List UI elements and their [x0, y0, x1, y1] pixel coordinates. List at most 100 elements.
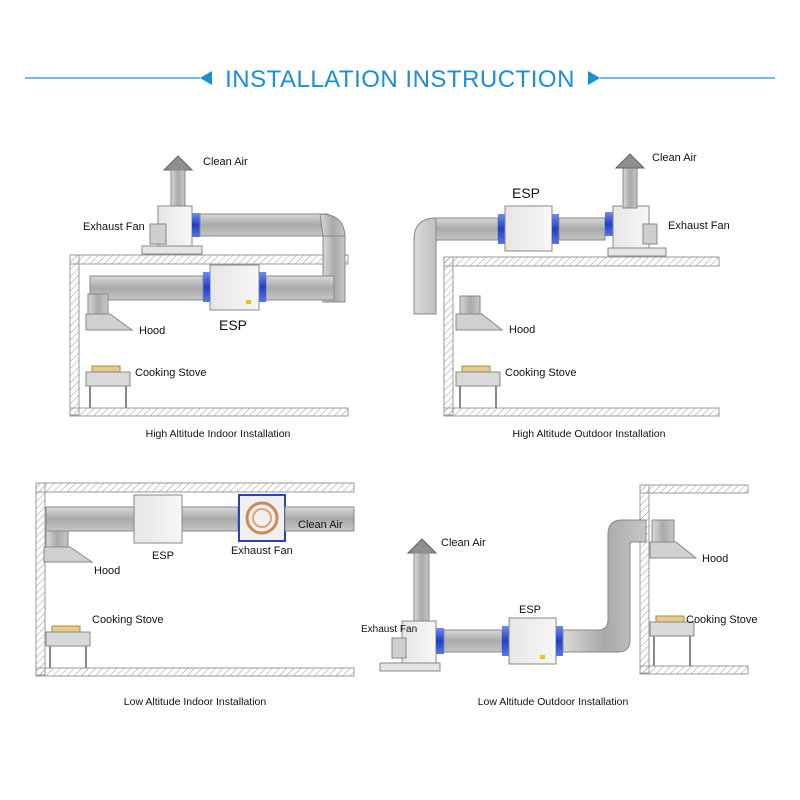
panel-high-indoor: Clean Air Exhaust Fan ESP Hood Cooking S… — [69, 155, 349, 440]
warning-label-icon — [246, 300, 251, 304]
fan-base — [141, 245, 203, 255]
duct-fan-esp — [443, 629, 503, 653]
triangle-left-icon — [200, 71, 212, 85]
esp-label: ESP — [219, 317, 247, 333]
rain-cap-icon — [614, 153, 646, 169]
ceiling-slab — [639, 484, 749, 494]
panel-caption: Low Altitude Outdoor Installation — [478, 696, 629, 708]
fan-motor — [149, 223, 167, 245]
floor-slab — [69, 407, 349, 417]
ceiling-slab — [69, 254, 349, 265]
warning-label-icon — [540, 655, 545, 659]
cooking-stove — [85, 371, 131, 387]
duct-top-left — [435, 217, 499, 241]
triangle-right-icon — [588, 71, 600, 85]
header: INSTALLATION INSTRUCTION — [25, 66, 775, 93]
exhaust-fan-label: Exhaust Fan — [83, 221, 145, 233]
esp-unit — [504, 205, 553, 252]
fan-impeller-icon — [252, 508, 272, 528]
duct-right — [284, 506, 355, 532]
fan-motor — [391, 637, 407, 659]
hood-label: Hood — [509, 324, 535, 336]
floor-slab — [639, 665, 749, 675]
ceiling-slab — [443, 256, 720, 267]
panel-caption: Low Altitude Indoor Installation — [124, 696, 267, 708]
exhaust-fan-label: Exhaust Fan — [668, 220, 730, 232]
esp-label: ESP — [519, 604, 541, 616]
floor-slab — [443, 407, 720, 417]
floor-slab — [35, 667, 355, 677]
esp-label: ESP — [152, 550, 174, 562]
cooking-stove-label: Cooking Stove — [135, 367, 207, 379]
duct-lower-left — [89, 275, 204, 301]
flange — [259, 272, 266, 302]
cooking-stove — [649, 621, 695, 637]
flange — [498, 214, 505, 244]
hood — [649, 541, 698, 559]
flange — [502, 626, 509, 656]
panel-high-outdoor: Clean Air ESP Exhaust Fan Hood Cooking S… — [413, 152, 730, 440]
exhaust-fan-label: Exhaust Fan — [361, 624, 417, 635]
fan-base — [379, 662, 441, 672]
hood-riser — [87, 293, 109, 315]
duct-riser — [562, 519, 647, 653]
flange — [605, 212, 613, 236]
panel-caption: High Altitude Indoor Installation — [146, 428, 291, 440]
hood-label: Hood — [702, 553, 728, 565]
esp-unit — [508, 617, 557, 665]
duct-top — [199, 213, 329, 237]
chimney-stack — [622, 167, 638, 209]
hood-riser — [651, 519, 675, 543]
clean-air-label: Clean Air — [652, 152, 697, 164]
flange — [192, 213, 200, 237]
cooking-stove-label: Cooking Stove — [686, 614, 758, 626]
hood — [85, 313, 134, 331]
chimney-stack — [413, 552, 430, 624]
hood — [43, 546, 94, 563]
panel-caption: High Altitude Outdoor Installation — [513, 428, 666, 440]
hood-label: Hood — [139, 325, 165, 337]
fan-impeller-icon — [245, 501, 279, 535]
stove-burner — [51, 625, 81, 633]
cooking-stove-label: Cooking Stove — [505, 367, 577, 379]
clean-air-label: Clean Air — [203, 156, 248, 168]
panel-low-indoor: ESP Exhaust Fan Clean Air Hood Cooking S… — [35, 482, 355, 708]
left-wall — [639, 484, 650, 674]
stove-burner — [461, 365, 491, 373]
flange — [552, 214, 559, 244]
exhaust-fan-label: Exhaust Fan — [231, 545, 293, 557]
hood-label: Hood — [94, 565, 120, 577]
duct-mid — [181, 506, 239, 532]
fan-motor — [642, 223, 658, 245]
hood-riser — [45, 530, 69, 548]
cooking-stove — [45, 631, 91, 647]
left-wall — [35, 482, 46, 676]
left-wall — [443, 256, 454, 416]
rain-cap-icon — [162, 155, 194, 171]
flange — [436, 628, 444, 654]
flange — [203, 272, 210, 302]
ceiling-slab — [35, 482, 355, 493]
rain-cap-icon — [406, 538, 438, 554]
duct-top-right — [558, 217, 606, 241]
stove-burner — [91, 365, 121, 373]
flange — [556, 626, 563, 656]
page-title: INSTALLATION INSTRUCTION — [225, 66, 575, 93]
fan-base — [607, 247, 667, 257]
esp-unit — [133, 494, 183, 544]
cooking-stove — [455, 371, 501, 387]
exhaust-fan-unit — [401, 620, 437, 664]
clean-air-label: Clean Air — [298, 519, 343, 531]
left-wall — [69, 254, 80, 416]
esp-unit — [209, 264, 260, 311]
cooking-stove-label: Cooking Stove — [92, 614, 164, 626]
chimney-stack — [170, 169, 186, 209]
panel-low-outdoor: Clean Air Exhaust Fan ESP Hood Cooking S… — [361, 484, 758, 708]
hood — [455, 313, 504, 331]
clean-air-label: Clean Air — [441, 537, 486, 549]
hood-riser — [459, 295, 481, 315]
esp-label: ESP — [512, 185, 540, 201]
duct-lower-right — [265, 275, 335, 301]
duct-left — [45, 506, 135, 532]
